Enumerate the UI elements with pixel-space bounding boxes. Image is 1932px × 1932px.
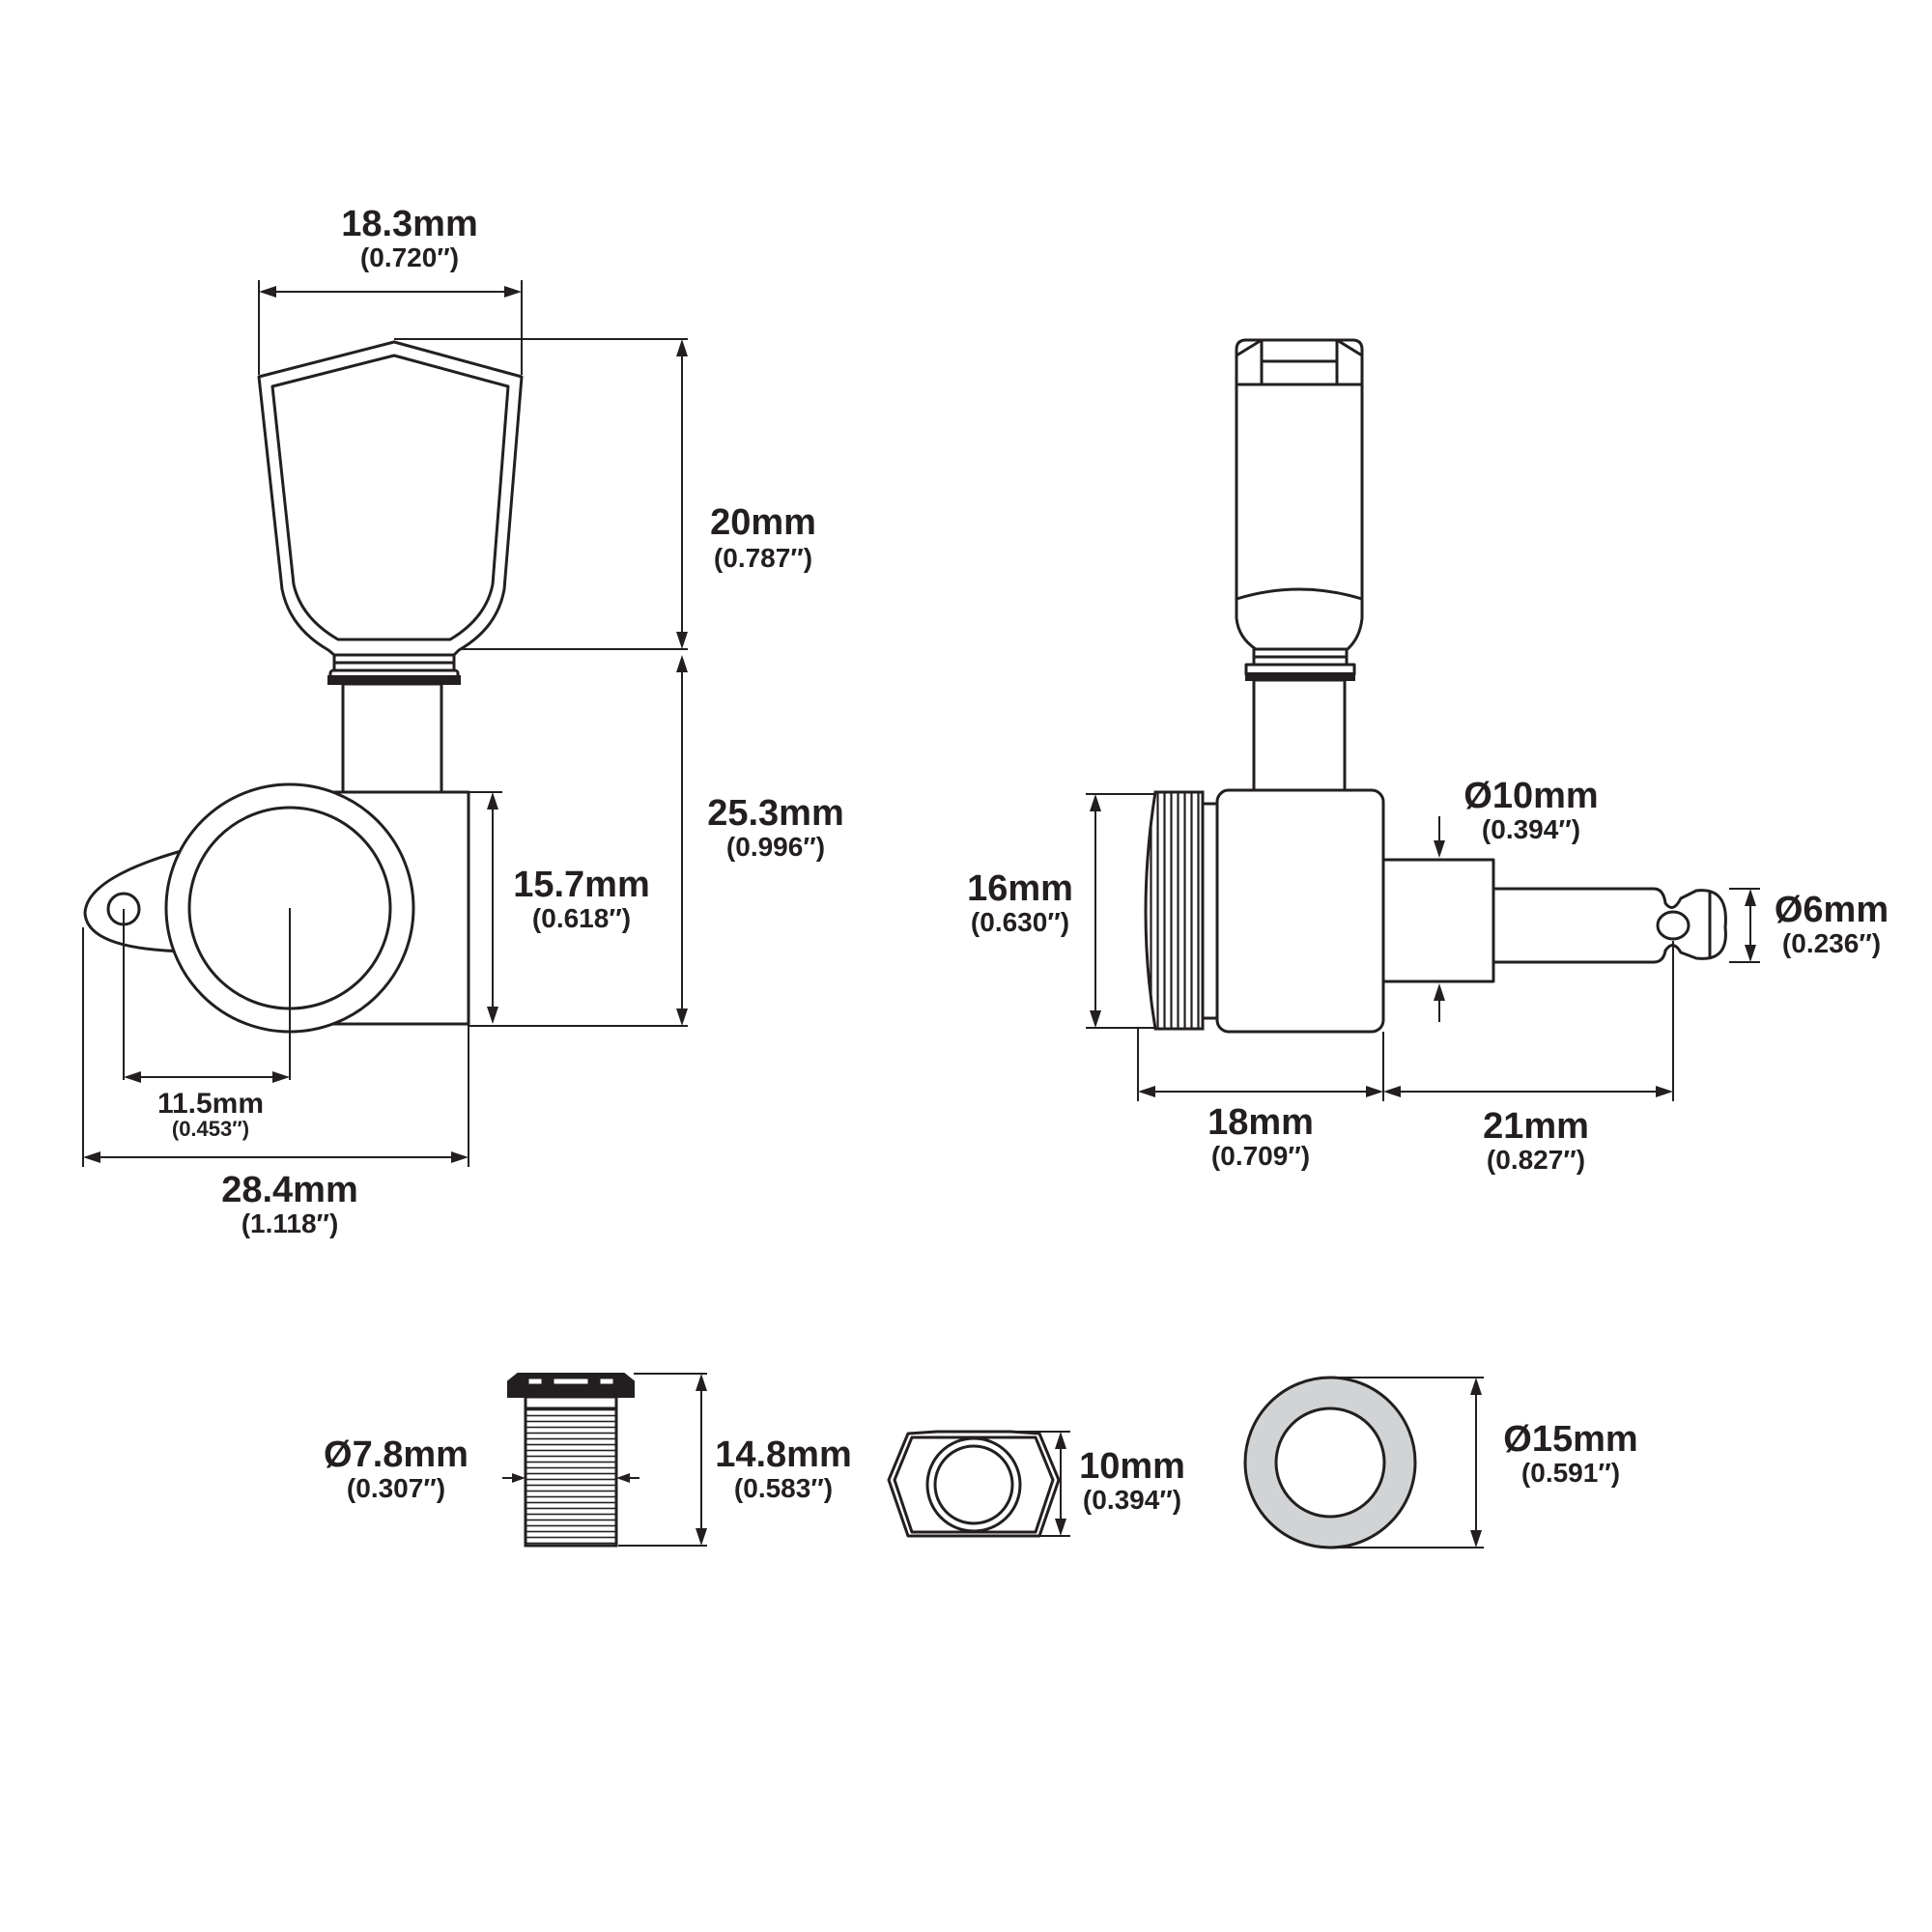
dim-overall-width: 28.4mm (1.118″) bbox=[82, 927, 469, 1238]
dim-shaft-to-base-in: (0.996″) bbox=[726, 832, 825, 862]
dim-bushing-diameter-in: (0.307″) bbox=[347, 1473, 445, 1503]
dim-button-height-in: (0.787″) bbox=[714, 543, 812, 573]
dim-hole-to-center-in: (0.453″) bbox=[172, 1117, 249, 1141]
bushing-thread bbox=[524, 1406, 618, 1548]
dim-button-height-mm: 20mm bbox=[710, 502, 816, 543]
dim-overall-width-in: (1.118″) bbox=[242, 1208, 339, 1238]
dim-housing-width-mm: 18mm bbox=[1208, 1102, 1314, 1143]
washer bbox=[1243, 1376, 1417, 1549]
dim-hole-to-center-mm: 11.5mm bbox=[157, 1088, 264, 1120]
dim-post-length-mm: 21mm bbox=[1483, 1106, 1589, 1147]
dim-housing-height-side-mm: 16mm bbox=[967, 868, 1073, 909]
side-housing bbox=[1215, 788, 1385, 1034]
button-neck bbox=[327, 653, 461, 685]
dim-bushing-length: 14.8mm (0.583″) bbox=[618, 1373, 852, 1547]
dim-button-width-mm: 18.3mm bbox=[341, 204, 478, 244]
dim-overall-width-mm: 28.4mm bbox=[221, 1170, 358, 1210]
dim-housing-height-front: 15.7mm (0.618″) bbox=[469, 791, 650, 1024]
dim-housing-height-side-in: (0.630″) bbox=[971, 907, 1069, 937]
dim-hole-to-center: 11.5mm (0.453″) bbox=[124, 1071, 290, 1141]
dim-bushing-diameter: Ø7.8mm (0.307″) bbox=[324, 1435, 639, 1503]
dim-post-diameter-mm: Ø10mm bbox=[1463, 776, 1598, 816]
dim-washer-diameter: Ø15mm (0.591″) bbox=[1330, 1377, 1638, 1548]
post-base bbox=[1381, 858, 1495, 983]
bushing bbox=[507, 1373, 635, 1548]
dim-string-post-diameter: Ø6mm (0.236″) bbox=[1729, 888, 1889, 963]
dim-bushing-length-in: (0.583″) bbox=[734, 1473, 833, 1503]
dim-housing-height-side: 16mm (0.630″) bbox=[967, 793, 1155, 1029]
dim-post-length: 21mm (0.827″) bbox=[1383, 941, 1674, 1175]
dim-button-width-in: (0.720″) bbox=[360, 242, 459, 272]
dim-washer-diameter-in: (0.591″) bbox=[1521, 1458, 1620, 1488]
dim-nut-size-in: (0.394″) bbox=[1083, 1485, 1181, 1515]
string-post bbox=[1492, 887, 1727, 964]
dim-post-diameter: Ø10mm (0.394″) bbox=[1434, 776, 1599, 1022]
front-view bbox=[83, 340, 524, 1080]
dim-post-diameter-in: (0.394″) bbox=[1482, 814, 1580, 844]
dim-post-length-in: (0.827″) bbox=[1487, 1145, 1585, 1175]
dim-string-post-diameter-in: (0.236″) bbox=[1782, 928, 1881, 958]
dim-housing-height-front-mm: 15.7mm bbox=[513, 865, 650, 905]
dim-button-width: 18.3mm (0.720″) bbox=[258, 204, 523, 375]
dim-housing-height-front-in: (0.618″) bbox=[532, 903, 631, 933]
side-button bbox=[1235, 338, 1364, 651]
dim-housing-width-in: (0.709″) bbox=[1211, 1141, 1310, 1171]
knurled-cover bbox=[1144, 790, 1205, 1031]
dim-nut-size-mm: 10mm bbox=[1079, 1446, 1185, 1487]
dim-nut-size: 10mm (0.394″) bbox=[1010, 1431, 1185, 1537]
dim-housing-width: 18mm (0.709″) bbox=[1137, 1028, 1384, 1171]
dim-button-height: 20mm (0.787″) bbox=[394, 338, 816, 650]
dim-string-post-diameter-mm: Ø6mm bbox=[1775, 890, 1889, 930]
dim-shaft-to-base-mm: 25.3mm bbox=[707, 793, 844, 834]
tuner-button-inner bbox=[270, 354, 510, 641]
side-view bbox=[1144, 338, 1727, 1034]
tuner-button bbox=[257, 340, 524, 657]
tuner-shaft bbox=[341, 682, 443, 794]
string-post-hole bbox=[1656, 910, 1690, 941]
dim-bushing-diameter-mm: Ø7.8mm bbox=[324, 1435, 469, 1475]
dim-bushing-length-mm: 14.8mm bbox=[715, 1435, 852, 1475]
dim-shaft-to-base: 25.3mm (0.996″) bbox=[469, 655, 844, 1027]
hex-nut bbox=[887, 1430, 1061, 1538]
dim-washer-diameter-mm: Ø15mm bbox=[1503, 1419, 1637, 1460]
